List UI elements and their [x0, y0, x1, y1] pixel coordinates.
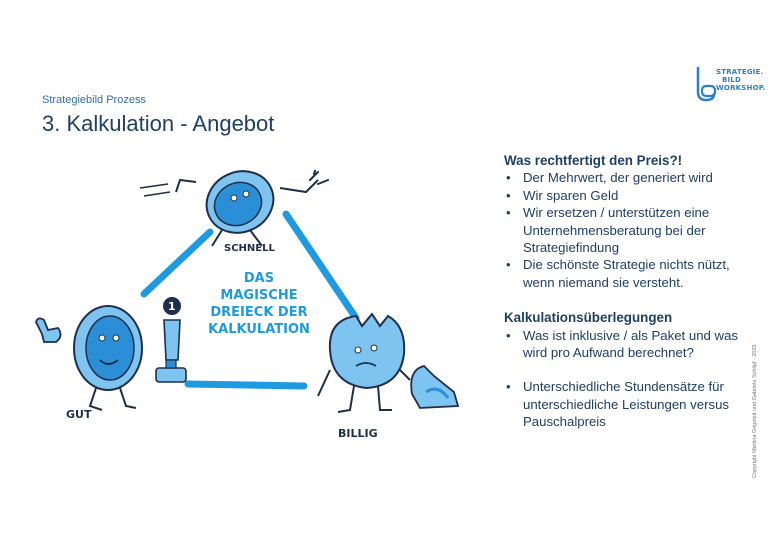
triangle-side-bottom [184, 380, 308, 390]
section-heading-kalkulation: Kalkulationsüberlegungen [504, 310, 673, 326]
magic-triangle-caption: DAS MAGISCHE DREIECK DER KALKULATION [200, 270, 318, 338]
coin-schnell-icon [139, 170, 329, 247]
triangle-side-right [282, 210, 360, 322]
page-title: 3. Kalkulation - Angebot [42, 111, 275, 136]
list-item: Der Mehrwert, der generiert wird [504, 169, 754, 187]
magic-triangle-illustration: 1 [35, 170, 460, 413]
caption-line-2: MAGISCHE [220, 288, 298, 303]
snorkel-mask-icon [696, 66, 717, 102]
list-item: Unterschiedliche Stundensätze für unters… [504, 378, 754, 430]
label-schnell: SCHNELL [224, 243, 275, 254]
list-item: Wir ersetzen / unterstützen eine Unterne… [504, 204, 754, 256]
list-item: Was ist inklusive / als Paket und was wi… [504, 327, 754, 362]
triangle-side-left [140, 228, 214, 298]
pricing-notes: Was rechtfertigt den Preis?! Der Mehrwer… [504, 152, 754, 431]
caption-line-4: KALKULATION [208, 322, 310, 337]
preis-bullet-list: Der Mehrwert, der generiert wird Wir spa… [504, 169, 754, 291]
coin-gut-icon: 1 [35, 297, 187, 411]
label-gut: GUT [66, 408, 92, 421]
caption-line-1: DAS [243, 271, 275, 286]
coin-billig-icon [317, 312, 460, 413]
list-item: Die schönste Strategie nichts nützt, wen… [504, 256, 754, 291]
strategiebild-kicker: Strategiebild Prozess [42, 94, 146, 106]
copyright-notice: Copyright Martina Grigoleit und Gabriele… [752, 344, 758, 478]
caption-line-3: DREIECK DER [210, 305, 308, 320]
logo-line-1: STRATEGIE. [716, 68, 764, 76]
section-heading-preis: Was rechtfertigt den Preis?! [504, 153, 683, 168]
svg-text:1: 1 [168, 300, 176, 313]
logo-line-2: BILD [722, 76, 742, 84]
workshop-logo: STRATEGIE. BILD WORKSHOP. [694, 66, 766, 106]
list-item: Wir sparen Geld [504, 187, 754, 205]
kalkulation-bullet-list: Was ist inklusive / als Paket und was wi… [504, 327, 754, 431]
logo-line-3: WORKSHOP. [716, 84, 766, 92]
label-billig: BILLIG [338, 427, 378, 440]
